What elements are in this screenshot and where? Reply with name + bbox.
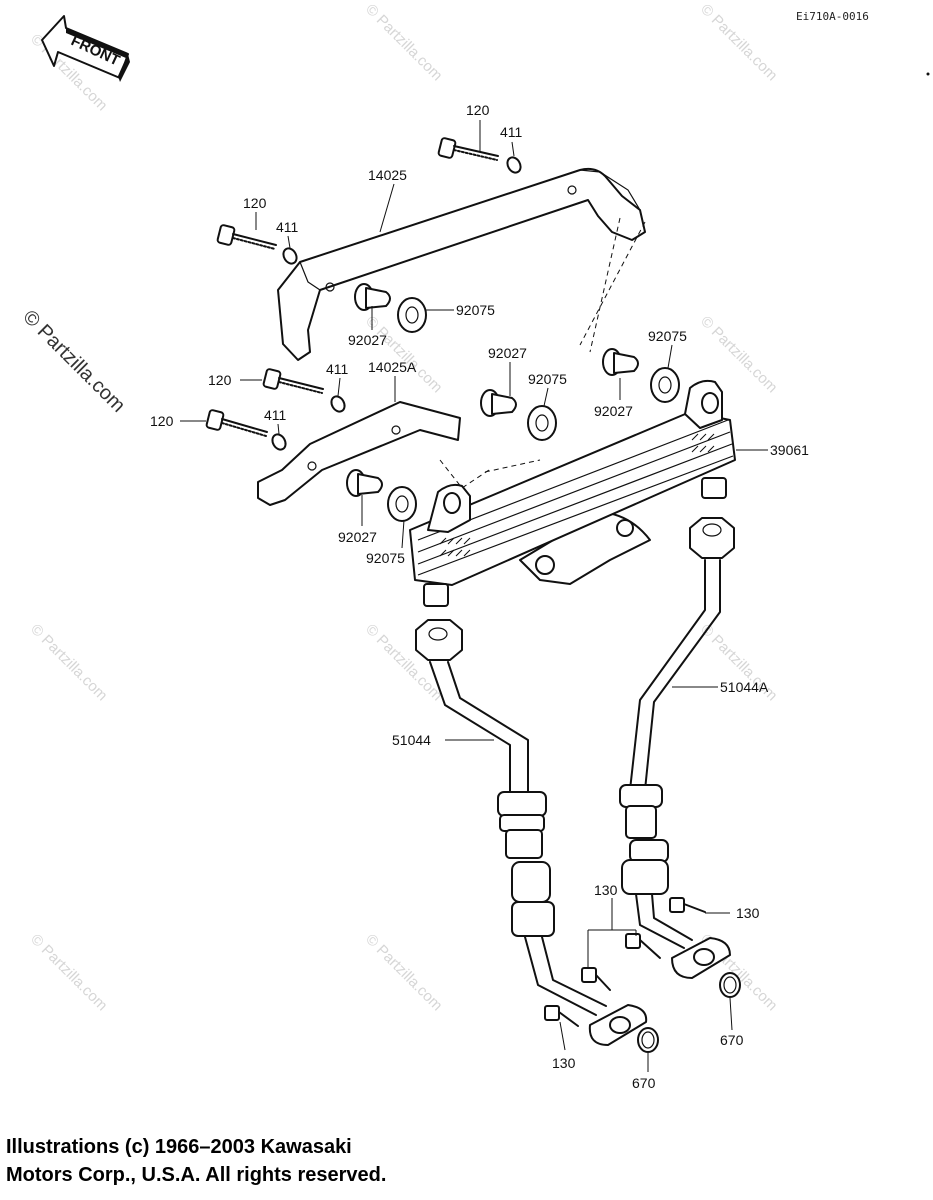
copyright-line-2: Motors Corp., U.S.A. All rights reserved… (6, 1164, 387, 1186)
side-watermark: © Partzilla.com (18, 306, 129, 417)
o-ring-670-icon (719, 972, 741, 998)
watermark: © Partzilla.com (362, 931, 445, 1014)
part-label: 120 (208, 372, 232, 388)
part-label: 670 (720, 1032, 744, 1048)
watermark: © Partzilla.com (27, 931, 110, 1014)
copyright-line-1: Illustrations (c) 1966–2003 Kawasaki (6, 1136, 352, 1158)
front-arrow-icon: FRONT (41, 15, 130, 82)
grommet-92075-icon (650, 367, 680, 403)
collar-92027-icon (346, 469, 383, 497)
leader-lines (180, 120, 768, 1072)
bolt-120-icon (205, 409, 268, 437)
part-label: 92027 (594, 403, 633, 419)
bolt-130-icon (581, 967, 611, 991)
washer-411-icon (282, 247, 298, 265)
collar-92027-icon (602, 348, 639, 376)
part-label: 92075 (528, 371, 567, 387)
part-label: 120 (150, 413, 174, 429)
part-label: 92075 (648, 328, 687, 344)
part-label: 130 (736, 905, 760, 921)
bolt-120-icon (437, 137, 499, 161)
part-label: 411 (326, 361, 349, 377)
part-label: 411 (264, 407, 287, 423)
grommet-92075-icon (387, 486, 417, 522)
part-label: 51044 (392, 732, 431, 748)
bolt-130-icon (669, 897, 706, 913)
part-labels: 120 411 14025 120 411 92075 92027 92075 … (150, 102, 809, 1091)
part-label: 14025 (368, 167, 407, 183)
collar-92027-icon (354, 283, 391, 311)
part-label: 670 (632, 1075, 656, 1091)
part-label: 92027 (338, 529, 377, 545)
washer-411-icon (506, 156, 522, 174)
watermark: © Partzilla.com (697, 1, 780, 84)
watermark: © Partzilla.com (362, 1, 445, 84)
watermark: © Partzilla.com (27, 621, 110, 704)
part-label: 411 (500, 124, 523, 140)
washer-411-icon (271, 433, 287, 451)
part-label: 92075 (366, 550, 405, 566)
part-label: 120 (466, 102, 490, 118)
part-label: 92027 (348, 332, 387, 348)
part-label: 14025A (368, 359, 417, 375)
o-ring-670-icon (637, 1027, 659, 1053)
oil-hose-51044 (415, 619, 648, 1046)
upper-bracket-14025 (277, 167, 646, 361)
oil-cooler-39061 (409, 379, 736, 607)
copyright-notice: Illustrations (c) 1966–2003 Kawasaki Mot… (6, 1133, 386, 1189)
part-label: 120 (243, 195, 267, 211)
grommet-92075-icon (397, 297, 427, 333)
part-label: 92027 (488, 345, 527, 361)
collar-92027-icon (480, 389, 517, 417)
part-label: 130 (552, 1055, 576, 1071)
bolt-130-icon (625, 933, 661, 959)
bolt-120-icon (262, 368, 324, 394)
oil-hose-51044a (619, 517, 735, 979)
part-label: 51044A (720, 679, 769, 695)
diagram-code: Ei710A-0016 (796, 10, 869, 23)
grommet-92075-icon (527, 405, 557, 441)
lower-bracket-14025a (257, 401, 461, 506)
washer-411-icon (330, 395, 346, 413)
speck (926, 72, 930, 76)
part-label: 39061 (770, 442, 809, 458)
part-label: 411 (276, 219, 299, 235)
bolt-120-icon (216, 224, 277, 250)
part-label: 92075 (456, 302, 495, 318)
part-label: 130 (594, 882, 618, 898)
bolt-130-icon (544, 1005, 579, 1027)
